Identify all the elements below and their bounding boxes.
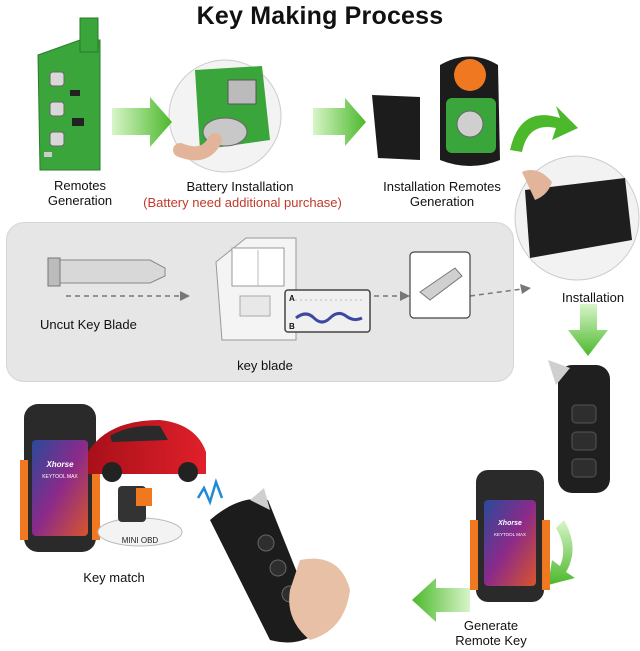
- flip-key-icon: [548, 360, 610, 493]
- battery-installation-icon: [168, 59, 282, 173]
- arrow-curve-down-icon: [548, 520, 575, 585]
- readout-row-b: B: [289, 322, 295, 331]
- device-screen-text-small: KEYTOOL MAX: [493, 532, 526, 537]
- blade-profile-readout: [284, 289, 371, 333]
- installation-remotes-generation-label: Installation Remotes Generation: [383, 179, 501, 209]
- arrow-right-icon: [112, 97, 172, 147]
- mini-obd-label: MINI OBD: [121, 536, 159, 545]
- installation-label: Installation: [561, 290, 625, 305]
- key-blade-label: key blade: [237, 358, 293, 373]
- red-car-icon: [88, 420, 206, 482]
- page-title: Key Making Process: [196, 2, 444, 30]
- pcb-board-icon: [37, 17, 101, 171]
- keytool-device-large-icon: [20, 404, 100, 552]
- readout-row-a: A: [289, 294, 295, 303]
- uncut-blade-icon: [47, 257, 166, 287]
- curved-arrow-icon: [510, 106, 578, 152]
- key-cutting-machine-icon: [215, 237, 297, 341]
- key-shell-icon: [372, 56, 500, 166]
- arrow-right-icon: [313, 98, 366, 146]
- arrow-left-icon: [412, 578, 470, 622]
- device-brand-large: Xhorse: [46, 460, 74, 469]
- installation-closeup-icon: [514, 155, 640, 281]
- keytool-device-small-icon: [470, 470, 550, 602]
- signal-wave-icon: [196, 478, 224, 506]
- battery-installation-label: Battery Installation: [186, 179, 294, 194]
- device-brand-small: Xhorse: [498, 520, 522, 527]
- remote-in-hand-icon: [210, 488, 350, 643]
- cut-key-closeup-icon: [409, 251, 471, 319]
- device-screen-text-large: KEYTOOL MAX: [42, 474, 78, 480]
- generate-remote-key-label: Generate Remote Key: [455, 618, 527, 648]
- battery-note-label: (Battery need additional purchase): [143, 195, 342, 210]
- arrow-down-icon: [568, 304, 608, 356]
- uncut-key-blade-label: Uncut Key Blade: [40, 317, 137, 332]
- remotes-generation-label: Remotes Generation: [47, 178, 113, 208]
- key-match-label: Key match: [83, 570, 145, 585]
- mini-obd-icon: [97, 486, 183, 547]
